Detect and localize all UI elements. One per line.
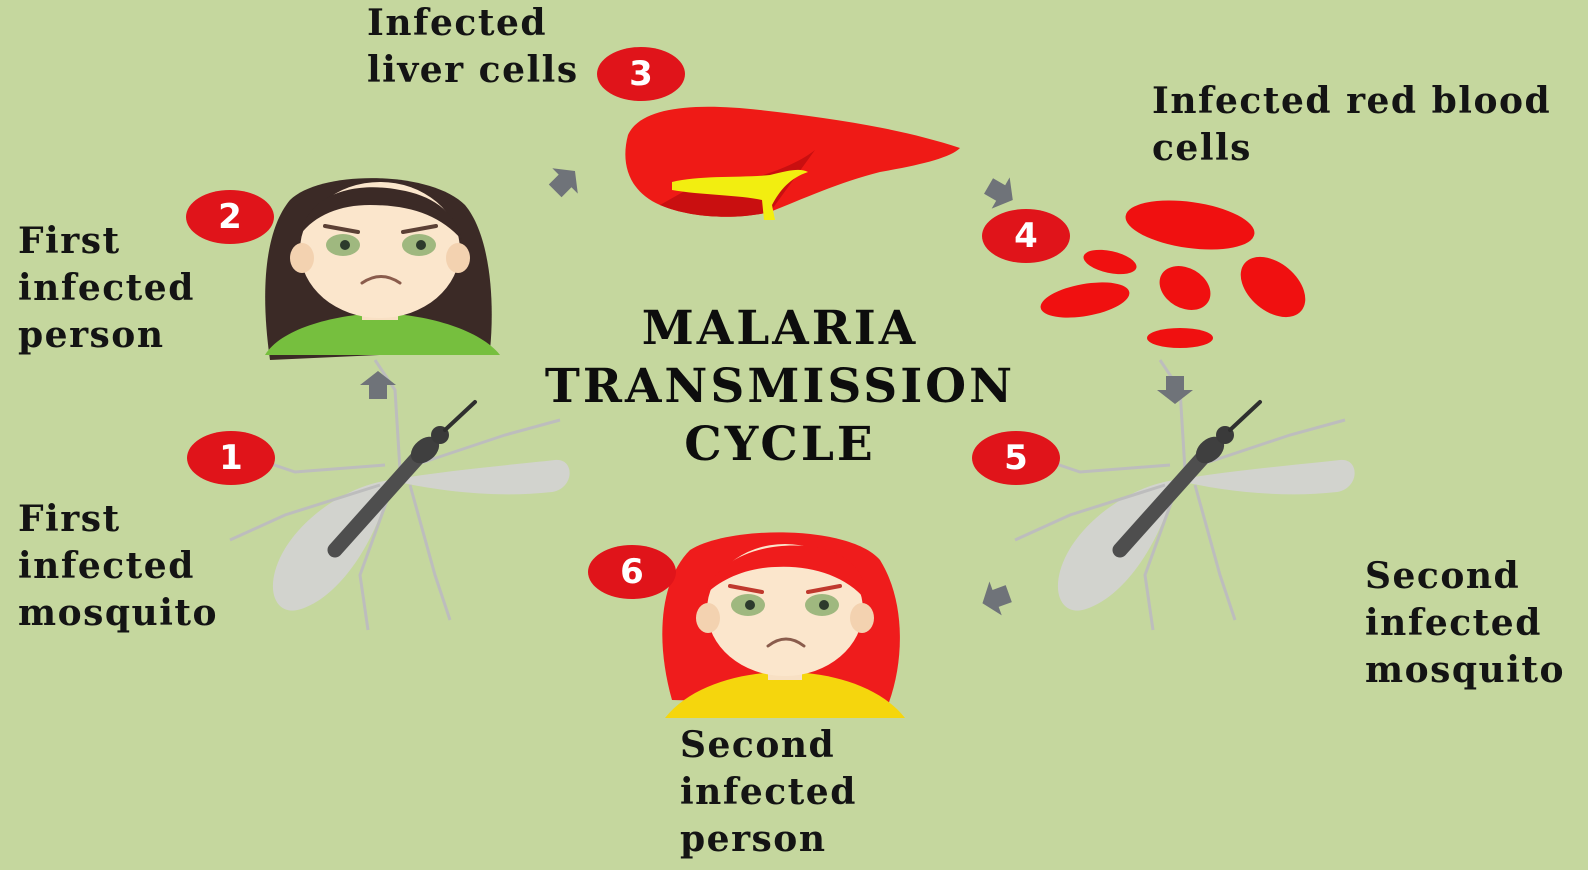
step-5-label-line: infected [1365,600,1565,647]
step-2-badge: 2 [186,190,274,244]
arrow-icon-1-to-2 [360,371,396,399]
step-1-label-line: infected [18,543,218,590]
step-6-label-line: infected [680,769,857,816]
title-line-2: TRANSMISSION [480,358,1080,416]
step-1-label: First infected mosquito [18,496,218,637]
step-2-label-line: infected [18,265,195,312]
step-3-label-line: liver cells [367,47,579,94]
step-4-label: Infected red blood cells [1152,78,1551,172]
liver-icon [625,107,960,220]
step-5-label-line: mosquito [1365,647,1565,694]
step-3-badge: 3 [597,47,685,101]
step-2-label: First infected person [18,218,195,359]
arrow-icon-2-to-3 [542,158,587,203]
step-3-label: Infected liver cells [367,0,579,94]
first-person-icon [265,178,500,360]
step-2-label-line: First [18,218,195,265]
step-5-label-line: Second [1365,553,1565,600]
step-1-label-line: mosquito [18,590,218,637]
step-4-label-line: cells [1152,125,1551,172]
step-6-label-line: Second [680,722,857,769]
step-1-label-line: First [18,496,218,543]
arrow-icon-4-to-5 [1157,376,1193,404]
step-6-label: Second infected person [680,722,857,863]
step-4-label-line: Infected red blood [1152,78,1551,125]
step-2-label-line: person [18,312,195,359]
step-6-badge: 6 [588,545,676,599]
step-6-label-line: person [680,816,857,863]
arrow-icon-5-to-6 [976,577,1015,620]
step-3-label-line: Infected [367,0,579,47]
title-line-1: MALARIA [480,300,1080,358]
second-person-icon [662,532,905,718]
step-5-label: Second infected mosquito [1365,553,1565,694]
step-1-badge: 1 [187,431,275,485]
step-5-badge: 5 [972,431,1060,485]
step-4-badge: 4 [982,209,1070,263]
